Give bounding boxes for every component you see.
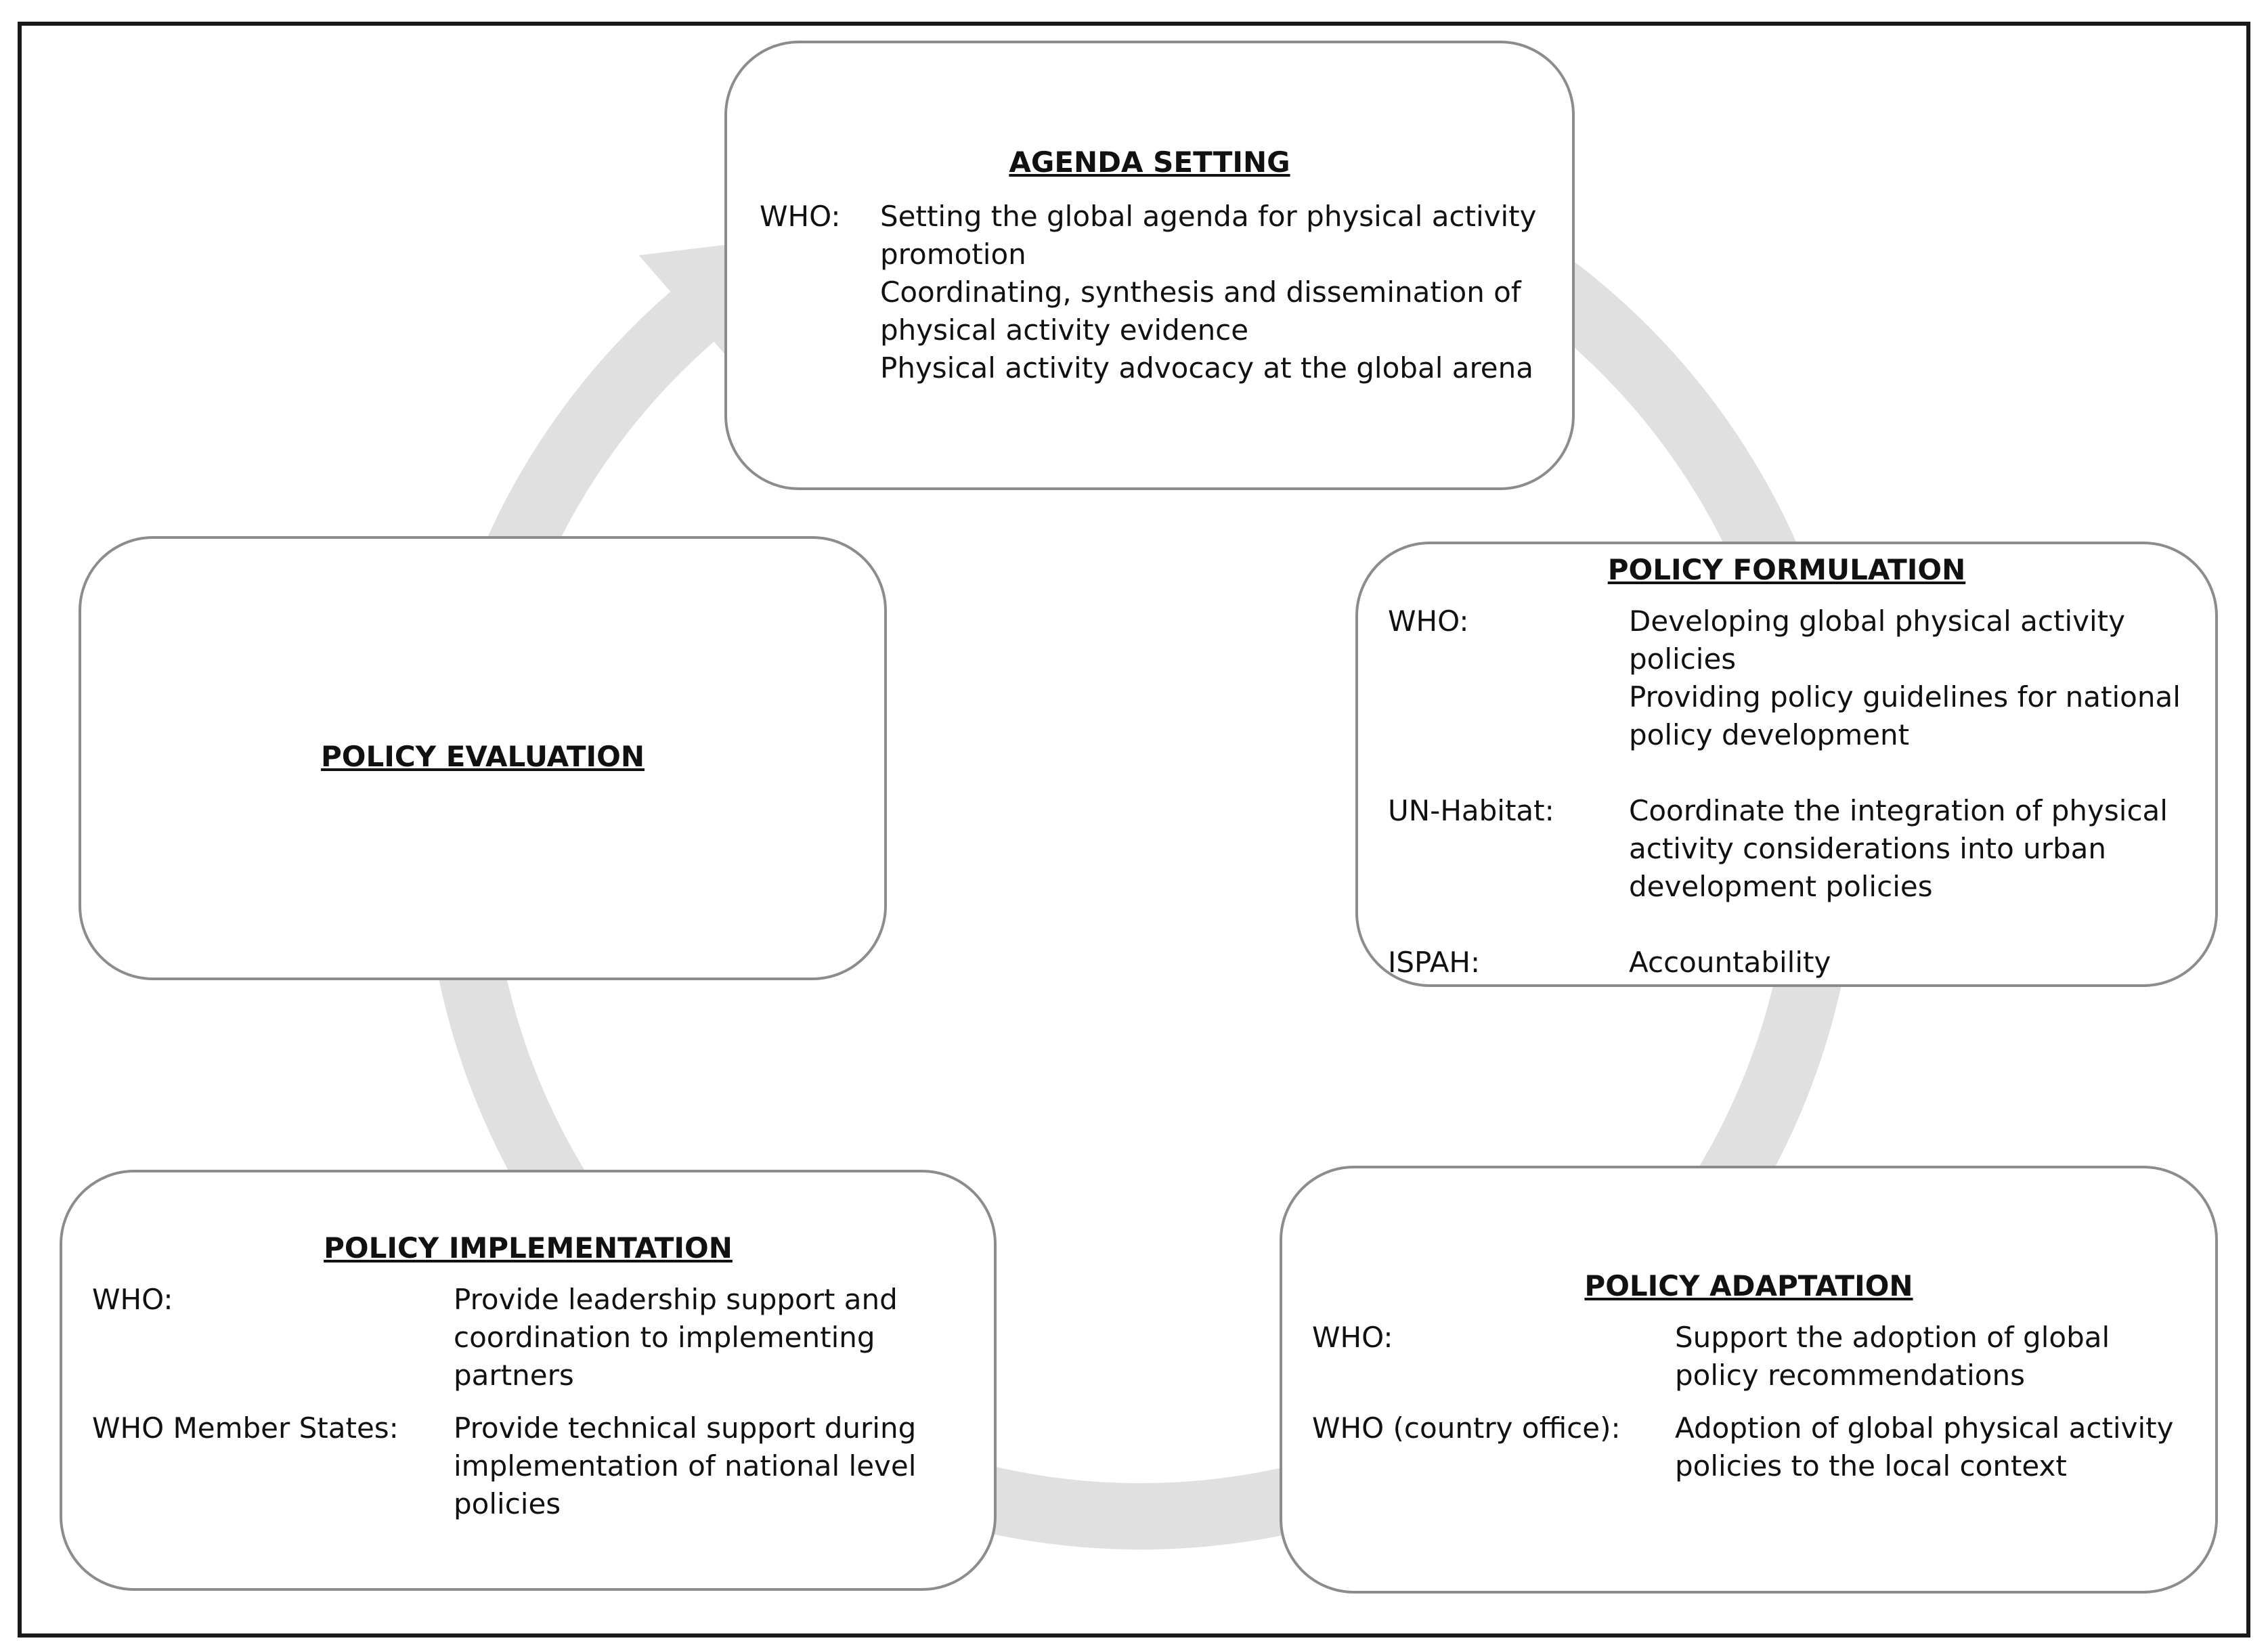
stage-policy-evaluation: POLICY EVALUATION [79,536,887,980]
actor-responsibilities: Developing global physical activity poli… [1629,602,2181,754]
actor-label: WHO: [760,200,841,233]
responsibility-line: policy recommendations [1675,1359,2025,1392]
responsibility-line: Provide leadership support and [454,1283,898,1316]
responsibility-line: coordination to implementing [454,1321,875,1354]
responsibility-line: Accountability [1629,946,1831,979]
actor-label: WHO: [1312,1321,1393,1354]
responsibility-line: physical activity evidence [880,313,1249,347]
responsibility-line: partners [454,1359,574,1392]
actor-responsibilities: Setting the global agenda for physical a… [880,198,1537,387]
responsibility-line: Support the adoption of global [1675,1321,2110,1354]
responsibility-line: implementation of national level [454,1449,917,1483]
actor-responsibilities: Adoption of global physical activity pol… [1675,1409,2173,1485]
actor-label: WHO: [92,1283,173,1316]
responsibility-line: Setting the global agenda for physical a… [880,200,1537,233]
actor-responsibilities: Coordinate the integration of physical a… [1629,792,2168,906]
responsibility-line: Physical activity advocacy at the global… [880,351,1533,385]
actor-label: WHO (country office): [1312,1411,1621,1445]
stage-title: AGENDA SETTING [1009,146,1290,179]
stage-agenda-setting: AGENDA SETTING WHO: Setting the global a… [724,41,1575,490]
responsibility-line: Coordinating, synthesis and disseminatio… [880,276,1521,309]
responsibility-line: promotion [880,238,1026,271]
stage-policy-implementation: POLICY IMPLEMENTATION WHO: Provide leade… [60,1170,997,1591]
stage-title: POLICY IMPLEMENTATION [324,1231,733,1265]
responsibility-line: Providing policy guidelines for national [1629,680,2181,713]
responsibility-line: policy development [1629,718,1910,751]
responsibility-line: Developing global physical activity [1629,605,2125,638]
stage-title: POLICY FORMULATION [1607,553,1966,586]
actor-label: UN-Habitat: [1388,794,1554,827]
responsibility-line: policies [1629,642,1737,676]
actor-responsibilities: Provide technical support during impleme… [454,1409,916,1523]
responsibility-line: activity considerations into urban [1629,832,2107,865]
stage-policy-adaptation: POLICY ADAPTATION WHO: Support the adopt… [1280,1166,2218,1594]
actor-responsibilities: Provide leadership support and coordinat… [454,1281,898,1395]
actor-label: WHO Member States: [92,1411,399,1445]
responsibility-line: Coordinate the integration of physical [1629,794,2168,827]
responsibility-line: Provide technical support during [454,1411,917,1445]
responsibility-line: policies [454,1487,561,1520]
responsibility-line: development policies [1629,870,1933,903]
stage-title: POLICY EVALUATION [320,740,645,773]
stage-title: POLICY ADAPTATION [1584,1269,1913,1302]
actor-responsibilities: Support the adoption of global policy re… [1675,1319,2110,1395]
actor-label: ISPAH: [1388,946,1481,979]
actor-responsibilities: Accountability [1629,944,1831,982]
responsibility-line: Adoption of global physical activity [1675,1411,2174,1445]
stage-policy-formulation: POLICY FORMULATION WHO: Developing globa… [1355,542,2218,987]
actor-label: WHO: [1388,605,1469,638]
responsibility-line: policies to the local context [1675,1449,2067,1483]
